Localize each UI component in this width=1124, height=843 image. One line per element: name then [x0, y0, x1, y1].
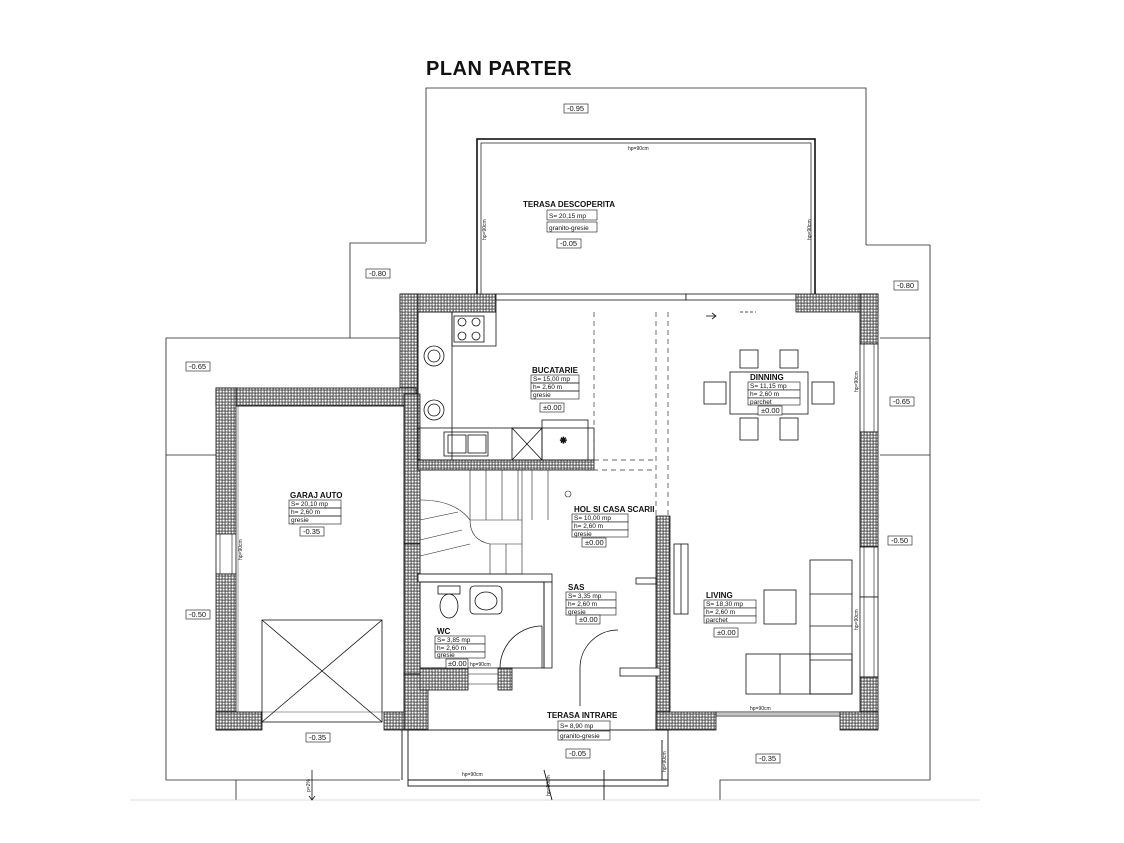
dining-furniture	[703, 311, 835, 441]
svg-text:-0.50: -0.50	[189, 610, 206, 619]
label-dinning: DINNING S= 11,15 mp h= 2,60 m parchet ±0…	[747, 373, 801, 416]
svg-text:hp=90cm: hp=90cm	[628, 146, 649, 152]
svg-text:hp=90cm: hp=90cm	[238, 539, 244, 560]
svg-text:-0.65: -0.65	[893, 397, 910, 406]
svg-text:hp=90cm: hp=90cm	[662, 751, 668, 772]
svg-text:S= 3,85 mp: S= 3,85 mp	[437, 637, 471, 644]
svg-text:HOL SI CASA SCARII: HOL SI CASA SCARII	[574, 505, 654, 514]
svg-text:±0.00: ±0.00	[585, 538, 604, 547]
svg-text:gresie: gresie	[568, 609, 586, 616]
label-wc: WC S= 3,85 mp h= 2,60 m gresie ±0.00	[434, 627, 486, 669]
slope-arrow	[308, 770, 316, 801]
svg-text:gresie: gresie	[437, 652, 455, 659]
wc-fixtures	[419, 581, 545, 669]
svg-text:h= 2,60 m: h= 2,60 m	[533, 384, 562, 391]
svg-text:S= 8,90 mp: S= 8,90 mp	[560, 723, 594, 730]
svg-text:parchet: parchet	[706, 617, 728, 624]
svg-text:parchet: parchet	[750, 399, 772, 406]
svg-text:hp=90cm: hp=90cm	[546, 775, 552, 796]
label-sas: SAS S= 3,35 mp h= 2,60 m gresie ±0.00	[565, 583, 617, 625]
staircase	[419, 469, 572, 575]
svg-text:S= 10,00 mp: S= 10,00 mp	[574, 515, 611, 522]
svg-text:h= 2,60 m: h= 2,60 m	[750, 391, 779, 398]
svg-text:LIVING: LIVING	[706, 591, 733, 600]
svg-text:WC: WC	[437, 627, 451, 636]
svg-text:BUCATARIE: BUCATARIE	[532, 366, 579, 375]
svg-text:hp=90cm: hp=90cm	[750, 706, 771, 712]
svg-text:hp=90cm: hp=90cm	[470, 662, 491, 668]
svg-text:±0.00: ±0.00	[579, 615, 598, 624]
kitchen-fixtures: ✳	[417, 311, 595, 461]
svg-text:-0.80: -0.80	[369, 269, 386, 278]
svg-text:-0.35: -0.35	[759, 754, 776, 763]
svg-text:gresie: gresie	[574, 531, 592, 538]
garage-door	[237, 405, 405, 723]
dashed-lines	[512, 312, 669, 516]
svg-text:±0.00: ±0.00	[448, 659, 467, 668]
svg-text:hp=90cm: hp=90cm	[482, 219, 488, 240]
svg-text:p=2%: p=2%	[306, 779, 312, 792]
svg-text:hp=90cm: hp=90cm	[807, 219, 813, 240]
svg-text:-0.05: -0.05	[569, 749, 586, 758]
svg-text:DINNING: DINNING	[750, 373, 784, 382]
terrace-top	[476, 138, 816, 298]
svg-text:-0.80: -0.80	[897, 281, 914, 290]
svg-text:GARAJ AUTO: GARAJ AUTO	[290, 491, 342, 500]
doors	[499, 543, 689, 706]
terrace-front	[401, 729, 669, 801]
svg-text:S= 3,35 mp: S= 3,35 mp	[568, 593, 602, 600]
svg-text:hp=90cm: hp=90cm	[854, 371, 860, 392]
window-marks	[219, 344, 875, 715]
svg-text:S= 20,10 mp: S= 20,10 mp	[291, 501, 328, 508]
svg-text:-0.50: -0.50	[891, 536, 908, 545]
svg-text:gresie: gresie	[291, 517, 309, 524]
svg-text:gresie: gresie	[533, 392, 551, 399]
svg-text:h= 2,60 m: h= 2,60 m	[568, 601, 597, 608]
svg-text:S= 11,15 mp: S= 11,15 mp	[750, 383, 787, 390]
walls	[215, 293, 879, 731]
annotations: hp=90cm hp=90cm hp=90cm hp=90cm hp=90cm …	[238, 146, 860, 796]
svg-text:✳: ✳	[560, 436, 567, 445]
svg-text:S= 18,30 mp: S= 18,30 mp	[706, 601, 743, 608]
svg-text:±0.00: ±0.00	[717, 628, 736, 637]
svg-text:h= 2,60 m: h= 2,60 m	[574, 523, 603, 530]
svg-text:TERASA INTRARE: TERASA INTRARE	[547, 711, 618, 720]
label-terasa-descoperita: TERASA DESCOPERITA S= 20,15 mp granito-g…	[523, 200, 615, 249]
svg-text:granito-gresie: granito-gresie	[549, 225, 589, 232]
svg-text:TERASA DESCOPERITA: TERASA DESCOPERITA	[523, 200, 615, 209]
site-outline	[130, 87, 980, 801]
svg-text:S= 20,15 mp: S= 20,15 mp	[549, 213, 586, 220]
svg-text:-0.35: -0.35	[309, 733, 326, 742]
svg-text:granito-gresie: granito-gresie	[560, 733, 600, 740]
label-bucatarie: BUCATARIE S= 15,00 mp h= 2,60 m gresie ±…	[530, 366, 580, 413]
label-terasa-intrare: TERASA INTRARE S= 8,90 mp granito-gresie…	[547, 711, 618, 759]
living-furniture	[745, 559, 853, 695]
exterior-levels: -0.95 -0.80 -0.80 -0.65 -0.65 -0.50 -0.5…	[185, 103, 919, 764]
label-garaj-auto: GARAJ AUTO S= 20,10 mp h= 2,60 m gresie …	[288, 491, 342, 537]
svg-text:h= 2,60 m: h= 2,60 m	[291, 509, 320, 516]
page-title: PLAN PARTER	[426, 58, 573, 80]
svg-text:S= 15,00 mp: S= 15,00 mp	[533, 376, 570, 383]
svg-text:-0.65: -0.65	[189, 362, 206, 371]
svg-text:hp=90cm: hp=90cm	[462, 772, 483, 778]
svg-text:hp=90cm: hp=90cm	[854, 609, 860, 630]
svg-text:SAS: SAS	[568, 583, 585, 592]
svg-text:±0.00: ±0.00	[761, 406, 780, 415]
svg-text:h= 2,60 m: h= 2,60 m	[706, 609, 735, 616]
svg-text:h= 2,60 m: h= 2,60 m	[437, 645, 466, 652]
svg-text:-0.05: -0.05	[560, 239, 577, 248]
svg-text:-0.35: -0.35	[303, 527, 320, 536]
svg-text:±0.00: ±0.00	[543, 403, 562, 412]
svg-text:-0.95: -0.95	[567, 104, 584, 113]
label-hol-casa-scarii: HOL SI CASA SCARII S= 10,00 mp h= 2,60 m…	[571, 505, 654, 548]
label-living: LIVING S= 18,30 mp h= 2,60 m parchet ±0.…	[703, 591, 757, 638]
